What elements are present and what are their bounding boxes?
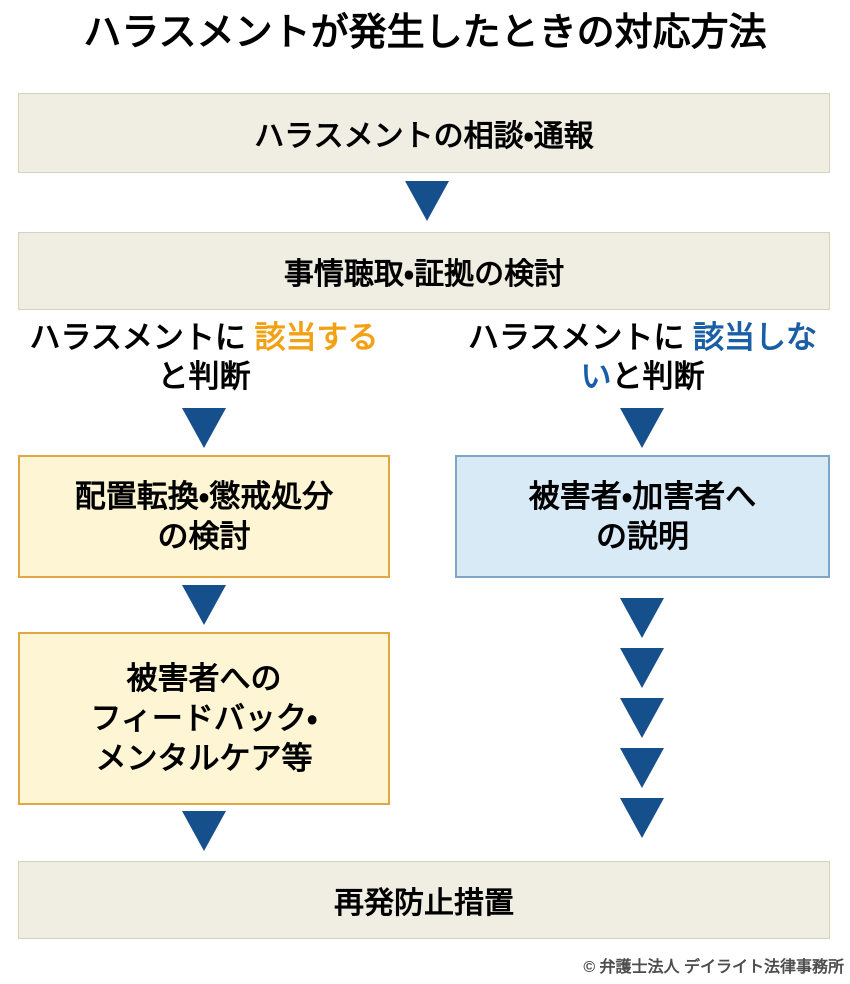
action-box-line1: 配置転換・懲戒処分	[74, 478, 334, 514]
left-branch-label-line1: ハラスメントに	[29, 320, 246, 355]
down-arrow-icon	[620, 648, 664, 688]
right-branch-label-line1: ハラスメントに	[467, 320, 685, 355]
left-branch-label: ハラスメントに 該当すると判断	[18, 318, 390, 396]
right-branch-rest: と判断	[611, 359, 705, 394]
step-consultation-label: ハラスメントの相談・通報	[254, 120, 594, 153]
right-branch-label: ハラスメントに 該当しないと判断	[455, 318, 830, 396]
left-branch-highlight: 該当する	[254, 320, 379, 355]
care-box-line2: フィードバック・	[90, 700, 318, 736]
copyright-notice: © 弁護士法人 デイライト法律事務所	[583, 959, 844, 976]
left-branch-rest: と判断	[157, 359, 251, 394]
action-box-line2: の検討	[157, 518, 251, 554]
care-box-line1: 被害者への	[126, 660, 282, 696]
down-arrow-icon	[620, 408, 664, 448]
explain-box-line1: 被害者・加害者へ	[528, 478, 757, 514]
victim-care-box: 被害者への フィードバック・ メンタルケア等	[18, 632, 390, 805]
explanation-box: 被害者・加害者へ の説明	[455, 455, 830, 578]
step-hearing-box: 事情聴取・証拠の検討	[18, 232, 830, 310]
explain-box-line2: の説明	[596, 518, 689, 554]
right-branch-highlight: 該当しない	[580, 320, 818, 394]
prevention-label: 再発防止措置	[334, 887, 514, 920]
down-arrow-icon	[182, 585, 226, 625]
down-arrow-icon	[182, 408, 226, 448]
step-hearing-label: 事情聴取・証拠の検討	[283, 258, 565, 291]
down-arrow-icon	[620, 598, 664, 638]
down-arrow-icon	[182, 811, 226, 851]
left-branch-label-line2: 該当すると判断	[158, 320, 379, 394]
down-arrow-icon	[620, 748, 664, 788]
down-arrow-icon	[405, 181, 449, 221]
prevention-box: 再発防止措置	[18, 861, 830, 939]
down-arrow-icon	[620, 698, 664, 738]
right-branch-label-line2: 該当しないと判断	[581, 320, 818, 394]
down-arrow-icon	[620, 798, 664, 838]
action-consideration-box: 配置転換・懲戒処分 の検討	[18, 455, 390, 578]
page-title: ハラスメントが発生したときの対応方法	[83, 12, 767, 54]
care-box-line3: メンタルケア等	[95, 740, 313, 776]
step-consultation-box: ハラスメントの相談・通報	[18, 93, 830, 173]
